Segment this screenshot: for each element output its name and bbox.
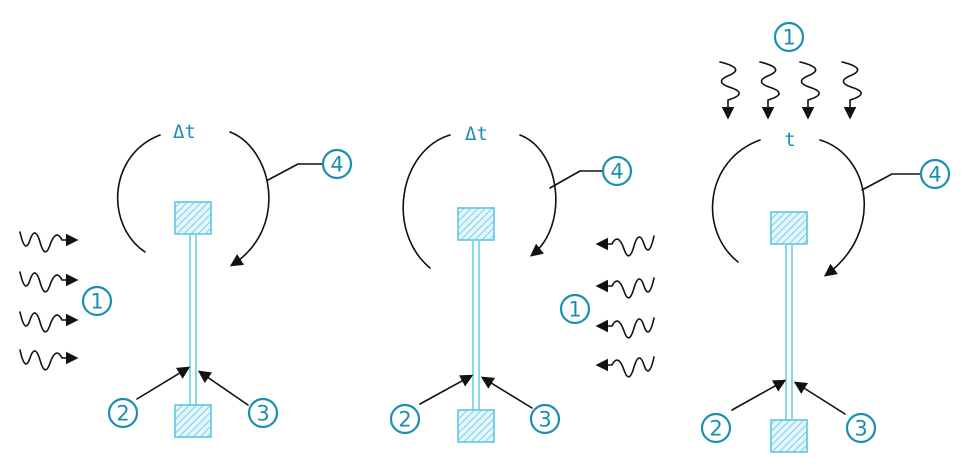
pointer-left-arrow [731, 379, 787, 411]
label-3-circle [529, 403, 561, 435]
label-3-circle [845, 412, 877, 444]
label-2: 2 [709, 417, 722, 441]
label-4-circle [919, 158, 951, 190]
label-2: 2 [398, 408, 411, 432]
wave-icon [759, 61, 780, 120]
wave-icon [595, 277, 655, 299]
bottom-block [174, 404, 212, 438]
label-2-circle [700, 412, 732, 444]
wave-icon [799, 61, 820, 120]
time-label: t [784, 129, 795, 151]
label-1-circle [81, 285, 113, 317]
label-3: 3 [854, 417, 867, 441]
pointer-right-arrow [480, 376, 533, 409]
pointer-left-arrow [419, 374, 474, 405]
label-4: 4 [330, 153, 343, 177]
top-block [457, 207, 495, 241]
wave-icon [595, 356, 655, 378]
label-3: 3 [538, 408, 551, 432]
label-4: 4 [610, 160, 623, 184]
wave-icon [19, 311, 79, 333]
label-1: 1 [568, 298, 581, 322]
pointer-right-arrow [793, 381, 846, 415]
loop-leader-line [861, 173, 921, 191]
waves-rightward [19, 231, 79, 371]
bottom-block [770, 419, 808, 453]
pointer-left-arrow [136, 366, 191, 400]
loop-leader-line [549, 170, 603, 189]
wave-icon [719, 61, 740, 120]
pointer-right-arrow [197, 370, 249, 406]
label-2-circle [389, 403, 421, 435]
label-1-circle [559, 293, 591, 325]
label-2-circle [107, 397, 139, 429]
label-1: 1 [782, 26, 795, 50]
top-block [174, 201, 212, 235]
label-2: 2 [116, 402, 129, 426]
label-4: 4 [928, 163, 941, 187]
loop-leader-line [267, 163, 323, 181]
wave-icon [841, 61, 862, 120]
waves-downward [719, 61, 862, 120]
bottom-block [457, 409, 495, 443]
time-label: Δt [173, 121, 196, 143]
label-4-circle [321, 148, 353, 180]
panel-3: t 4 2 3 1 [700, 21, 951, 453]
waves-leftward [595, 235, 655, 378]
time-loop-arc [711, 139, 866, 275]
wave-icon [595, 235, 655, 257]
wave-icon [19, 349, 79, 371]
label-3: 3 [256, 402, 269, 426]
wave-icon [19, 271, 79, 293]
panel-1: Δt 4 2 3 1 [19, 121, 353, 438]
wave-icon [595, 317, 655, 339]
label-1: 1 [90, 290, 103, 314]
wave-icon [19, 231, 79, 253]
time-loop-arc [116, 131, 270, 265]
panel-2: Δt 4 2 3 1 [389, 123, 655, 443]
label-3-circle [247, 397, 279, 429]
top-block [770, 211, 808, 245]
time-label: Δt [465, 123, 488, 145]
label-1-circle [773, 21, 805, 53]
time-loop-arc [402, 134, 557, 269]
label-4-circle [601, 155, 633, 187]
